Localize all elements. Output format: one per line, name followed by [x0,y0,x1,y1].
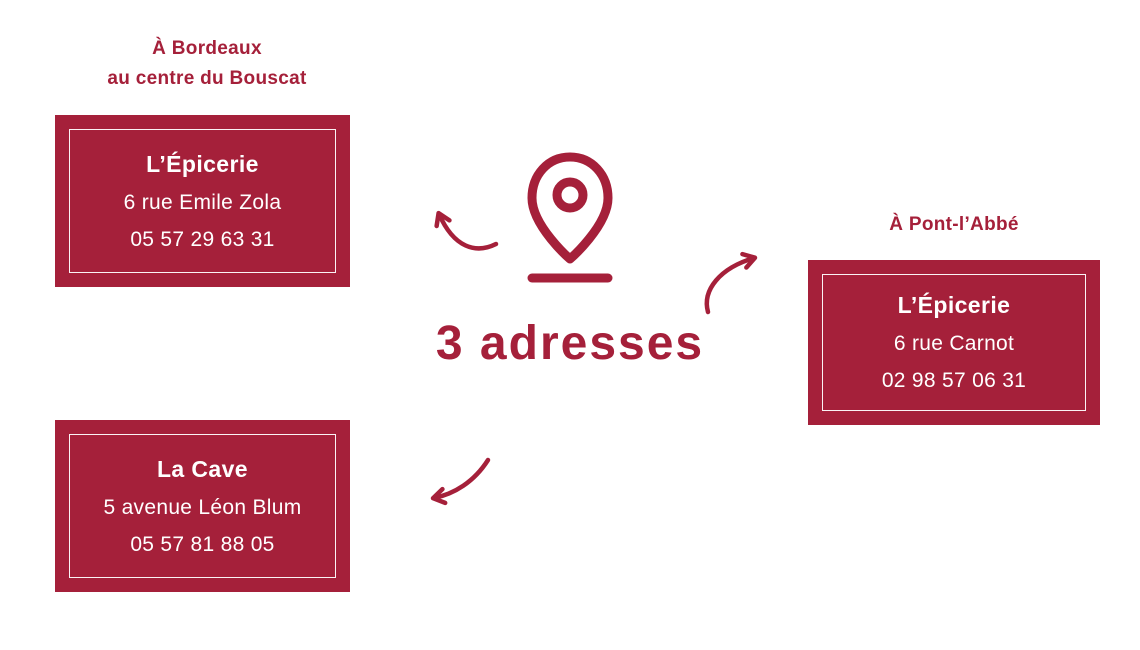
arrow-to-pont-labbe-icon [698,248,770,325]
location-card-cave-bordeaux: La Cave 5 avenue Léon Blum 05 57 81 88 0… [55,420,350,592]
location-address: 6 rue Emile Zola [123,190,282,214]
location-card-epicerie-bordeaux: L’Épicerie 6 rue Emile Zola 05 57 29 63 … [55,115,350,287]
location-phone: 05 57 81 88 05 [130,532,275,556]
arrow-to-bordeaux-icon [424,194,502,267]
location-name: L’Épicerie [897,292,1011,318]
arrow-to-cave-icon [420,452,494,521]
location-card-epicerie-pont-labbe: L’Épicerie 6 rue Carnot 02 98 57 06 31 [808,260,1100,425]
region-label-bordeaux: À Bordeaux au centre du Bouscat [107,38,307,90]
location-name: L’Épicerie [146,150,259,177]
location-phone: 02 98 57 06 31 [881,369,1027,392]
region-label-pont-labbe: À Pont-l’Abbé [889,214,1019,235]
location-phone: 05 57 29 63 31 [130,227,275,251]
location-name: La Cave [156,455,248,482]
map-pin-icon [515,148,625,288]
location-address: 5 avenue Léon Blum [103,495,302,519]
location-address: 6 rue Carnot [893,332,1015,355]
headline-3-adresses: 3 adresses [435,317,705,370]
